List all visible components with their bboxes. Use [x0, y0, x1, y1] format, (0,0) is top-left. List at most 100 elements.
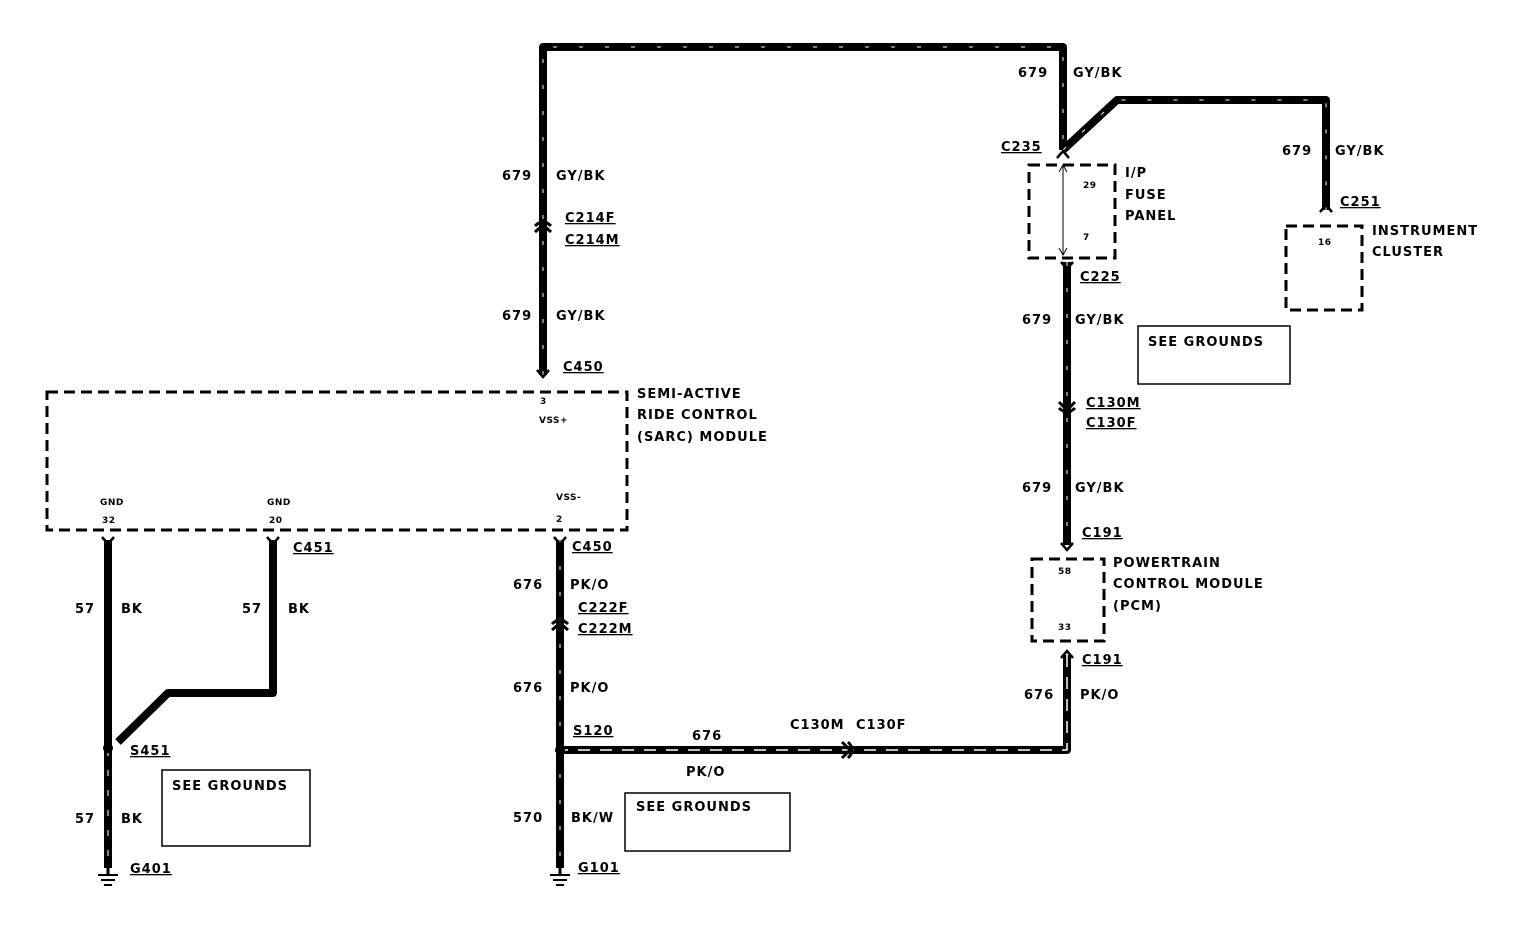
fuse-panel-label-line-2: FUSE	[1125, 188, 1167, 203]
wire-679-top-loop	[539, 43, 1067, 375]
connector-label-c450-bottom: C450	[572, 540, 613, 555]
wire-color-label: PK/O	[686, 765, 725, 780]
see-grounds-label: SEE GROUNDS	[1148, 335, 1264, 350]
pin-number-fuse-7: 7	[1083, 233, 1090, 243]
wire-number-label: 676	[1024, 688, 1054, 703]
wire-color-label: GY/BK	[1335, 144, 1385, 159]
fuse-arrow-down	[1058, 247, 1068, 257]
connector-label-c130m-h: C130M	[790, 718, 845, 733]
connector-label-c130f-v: C130F	[1086, 416, 1137, 431]
see-grounds-box-3: SEE GROUNDS	[624, 792, 791, 852]
see-grounds-label: SEE GROUNDS	[636, 800, 752, 815]
connector-mark-c130-horizontal	[840, 740, 854, 760]
wire-number-label: 679	[1282, 144, 1312, 159]
instrument-cluster-label-line-2: CLUSTER	[1372, 245, 1444, 260]
wire-number-label: 679	[502, 309, 532, 324]
wire-color-label: BK/W	[571, 811, 614, 826]
connector-label-c251: C251	[1340, 195, 1381, 210]
pin-number-gnd-32: 32	[102, 516, 116, 526]
pin-number-pcm-33: 33	[1058, 623, 1072, 633]
connector-label-c191-top: C191	[1082, 526, 1123, 541]
fuse-panel-label-line-1: I/P	[1125, 166, 1147, 181]
connector-mark-c191-top	[1060, 542, 1074, 552]
pin-name-gnd-32: GND	[100, 498, 124, 508]
wire-color-label: PK/O	[570, 578, 609, 593]
pcm-label-line-1: POWERTRAIN	[1113, 556, 1221, 571]
wire-number-label: 676	[692, 729, 722, 744]
connector-mark-c251	[1319, 203, 1333, 213]
sarc-module-label-line-2: RIDE CONTROL	[637, 408, 758, 423]
wire-number-label: 570	[513, 811, 543, 826]
wire-color-label: BK	[288, 602, 310, 617]
see-grounds-box-1: SEE GROUNDS	[1137, 325, 1291, 385]
pin-name-gnd-20: GND	[267, 498, 291, 508]
wire-color-label: GY/BK	[1075, 313, 1125, 328]
connector-label-c222f: C222F	[578, 601, 629, 616]
sarc-module-box	[45, 390, 629, 532]
fuse-panel-box	[1027, 163, 1117, 260]
pin-number-fuse-29: 29	[1083, 181, 1097, 191]
wire-number-label: 679	[1018, 66, 1048, 81]
see-grounds-label: SEE GROUNDS	[172, 779, 288, 794]
connector-label-c214m: C214M	[565, 233, 620, 248]
wire-color-label: BK	[121, 812, 143, 827]
fuse-panel-label-line-3: PANEL	[1125, 209, 1176, 224]
wire-57-gnd20	[115, 540, 277, 745]
sarc-module-label-line-1: SEMI-ACTIVE	[637, 387, 742, 402]
wire-color-label: PK/O	[570, 681, 609, 696]
wire-number-label: 679	[502, 169, 532, 184]
connector-mark-c451-a	[101, 536, 115, 546]
connector-label-c450-top: C450	[563, 360, 604, 375]
splice-s120-dot	[555, 745, 565, 755]
ground-label-g101: G101	[578, 861, 620, 876]
connector-mark-c450-bottom	[553, 536, 567, 546]
pin-number-vss-plus: 3	[540, 397, 547, 407]
ground-symbol-g401	[98, 868, 118, 886]
pin-number-cluster-16: 16	[1318, 238, 1332, 248]
pin-name-vss-minus: VSS-	[556, 493, 581, 503]
connector-label-c222m: C222M	[578, 622, 633, 637]
connector-mark-c130-vertical	[1057, 400, 1077, 414]
connector-label-c214f: C214F	[565, 211, 616, 226]
connector-mark-c225	[1060, 261, 1074, 271]
wire-676-pcm-to-s120	[560, 655, 1071, 754]
connector-label-c191-bottom: C191	[1082, 653, 1123, 668]
pcm-label-line-2: CONTROL MODULE	[1113, 577, 1264, 592]
connector-mark-c214	[533, 220, 553, 234]
fuse-arrow-up	[1058, 163, 1068, 173]
pin-number-gnd-20: 20	[269, 516, 283, 526]
wire-679-cluster-branch	[1060, 96, 1330, 210]
instrument-cluster-label-line-1: INSTRUMENT	[1372, 224, 1478, 239]
pin-number-pcm-58: 58	[1058, 567, 1072, 577]
connector-mark-c191-bottom	[1060, 649, 1074, 659]
pin-name-vss-plus: VSS+	[539, 416, 568, 426]
wire-color-label: BK	[121, 602, 143, 617]
connector-label-c451: C451	[293, 541, 334, 556]
connector-mark-c451-b	[266, 536, 280, 546]
splice-label-s451: S451	[130, 744, 171, 759]
wire-number-label: 57	[75, 812, 95, 827]
pcm-label-line-3: (PCM)	[1113, 599, 1162, 614]
wire-number-label: 57	[242, 602, 262, 617]
splice-s451-dot	[103, 743, 113, 753]
wire-color-label: PK/O	[1080, 688, 1119, 703]
wire-color-label: GY/BK	[556, 309, 606, 324]
connector-label-c130f-h: C130F	[856, 718, 907, 733]
wire-number-label: 679	[1022, 313, 1052, 328]
pin-number-vss-minus: 2	[556, 515, 563, 525]
instrument-cluster-box	[1284, 224, 1364, 312]
wire-number-label: 57	[75, 602, 95, 617]
wire-color-label: GY/BK	[1075, 481, 1125, 496]
connector-label-c130m-v: C130M	[1086, 396, 1141, 411]
connector-mark-c235	[1056, 149, 1070, 159]
sarc-module-label-line-3: (SARC) MODULE	[637, 430, 768, 445]
wire-number-label: 676	[513, 578, 543, 593]
ground-symbol-g101	[550, 868, 570, 886]
wire-texture	[560, 655, 1068, 751]
wire-texture	[542, 46, 1064, 375]
connector-label-c225: C225	[1080, 270, 1121, 285]
connector-label-c235: C235	[1001, 140, 1042, 155]
wire-color-label: GY/BK	[556, 169, 606, 184]
